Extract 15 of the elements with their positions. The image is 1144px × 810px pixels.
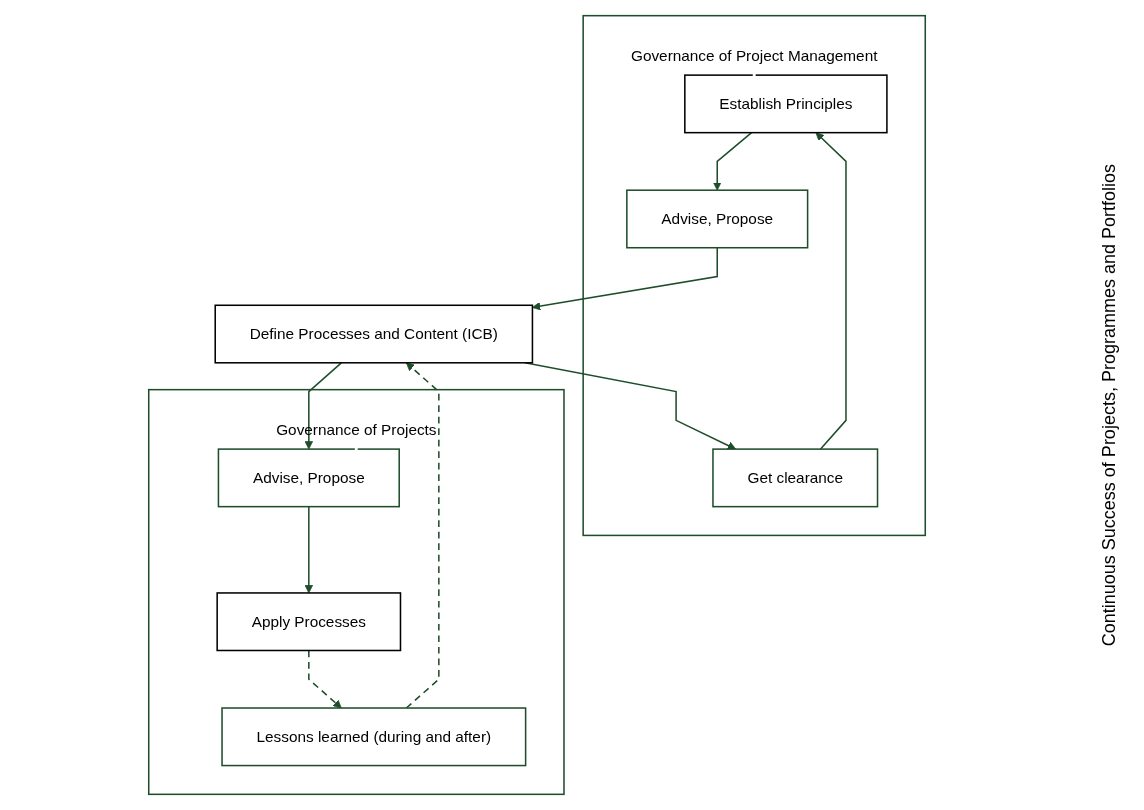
arrow bbox=[304, 362, 343, 450]
node-box: Get clearance bbox=[712, 448, 879, 508]
arrow bbox=[308, 649, 342, 709]
node-box: Establish Principles bbox=[684, 74, 888, 134]
node-box: Define Processes and Content (ICB) bbox=[214, 304, 534, 364]
arrow bbox=[532, 246, 718, 311]
node-box: Lessons learned (during and after) bbox=[221, 707, 527, 767]
side-note: Continuous Success of Projects, Programmes and Portfolios bbox=[1098, 163, 1120, 647]
node-box: Advise, Propose bbox=[626, 189, 809, 249]
arrow bbox=[815, 132, 847, 450]
arrow bbox=[405, 362, 440, 709]
arrow bbox=[713, 131, 753, 191]
node-box: Advise, Propose bbox=[217, 448, 400, 508]
arrow bbox=[304, 505, 314, 594]
node-box: Apply Processes bbox=[216, 592, 402, 652]
